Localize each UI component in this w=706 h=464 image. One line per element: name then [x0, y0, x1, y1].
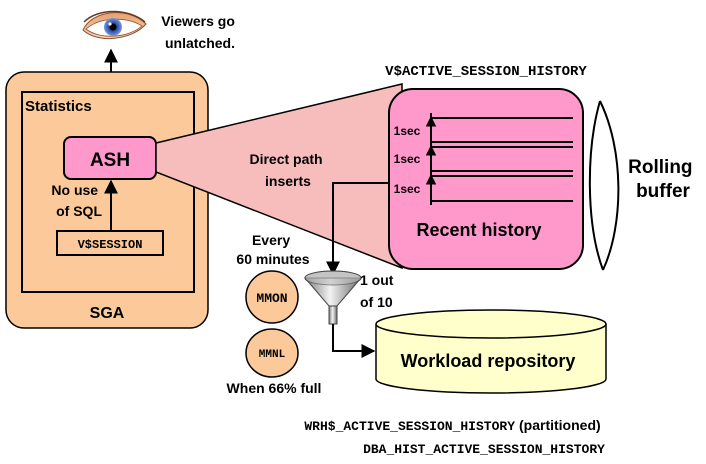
no-use-sql-line: No use	[51, 182, 98, 198]
vsession-box	[56, 230, 164, 256]
direct-path-line: Direct path	[249, 151, 322, 167]
rolling-arc	[599, 100, 620, 271]
sec-label: 1sec	[394, 152, 421, 166]
recent-history-label: Recent history	[416, 220, 541, 240]
sec-label: 1sec	[394, 182, 421, 196]
vsession-label: V$SESSION	[78, 238, 143, 252]
funnel-to-repo-arrow	[332, 324, 376, 358]
mmnl-process	[245, 328, 299, 378]
sga-label: SGA	[90, 305, 125, 322]
wrh-table-label: WRH$_ACTIVE_SESSION_HISTORY	[304, 419, 515, 434]
no-use-sql-line: of SQL	[56, 203, 102, 219]
every-60-line: Every	[252, 232, 290, 248]
every-60-line: 60 minutes	[236, 251, 309, 267]
mmon-label: MMON	[256, 291, 287, 306]
workload-repository-cylinder	[375, 309, 607, 394]
viewers-label: Viewers go unlatched.	[161, 13, 239, 51]
funnel-icon	[303, 270, 363, 325]
no-use-sql-label: No use of SQL	[51, 182, 102, 219]
mmon-process	[245, 270, 299, 324]
when-66-label: When 66% full	[227, 380, 322, 396]
dba-hist-view-label: DBA_HIST_ACTIVE_SESSION_HISTORY	[363, 442, 605, 457]
every-60-label: Every 60 minutes	[236, 232, 309, 267]
workload-repo-label: Workload repository	[401, 351, 576, 371]
buffer-to-funnel-arrow	[326, 182, 389, 276]
rolling-buffer-line: Rolling	[628, 157, 692, 178]
statistics-box	[21, 91, 195, 293]
recent-history-buffer	[388, 88, 584, 270]
statistics-label: Statistics	[25, 98, 92, 115]
one-of-ten-line: of 10	[360, 294, 393, 310]
rolling-buffer-label: Rolling buffer	[628, 157, 698, 202]
sec-label: 1sec	[394, 124, 421, 138]
mmnl-label: MMNL	[259, 349, 286, 361]
rolling-arc	[588, 100, 604, 271]
direct-path-label: Direct path inserts	[249, 151, 326, 189]
v-ash-view-label: V$ACTIVE_SESSION_HISTORY	[385, 64, 587, 80]
viewers-label-line: unlatched.	[165, 35, 235, 51]
ash-label: ASH	[90, 150, 130, 171]
eye-icon	[82, 10, 147, 40]
direct-path-line: inserts	[265, 173, 311, 189]
rolling-buffer-line: buffer	[636, 181, 690, 202]
one-of-ten-line: 1 out	[360, 272, 394, 288]
one-of-ten-label: 1 out of 10	[360, 272, 397, 310]
viewers-label-line: Viewers go	[161, 13, 235, 29]
projection-wedge	[155, 83, 403, 270]
partitioned-label: (partitioned)	[519, 417, 601, 433]
